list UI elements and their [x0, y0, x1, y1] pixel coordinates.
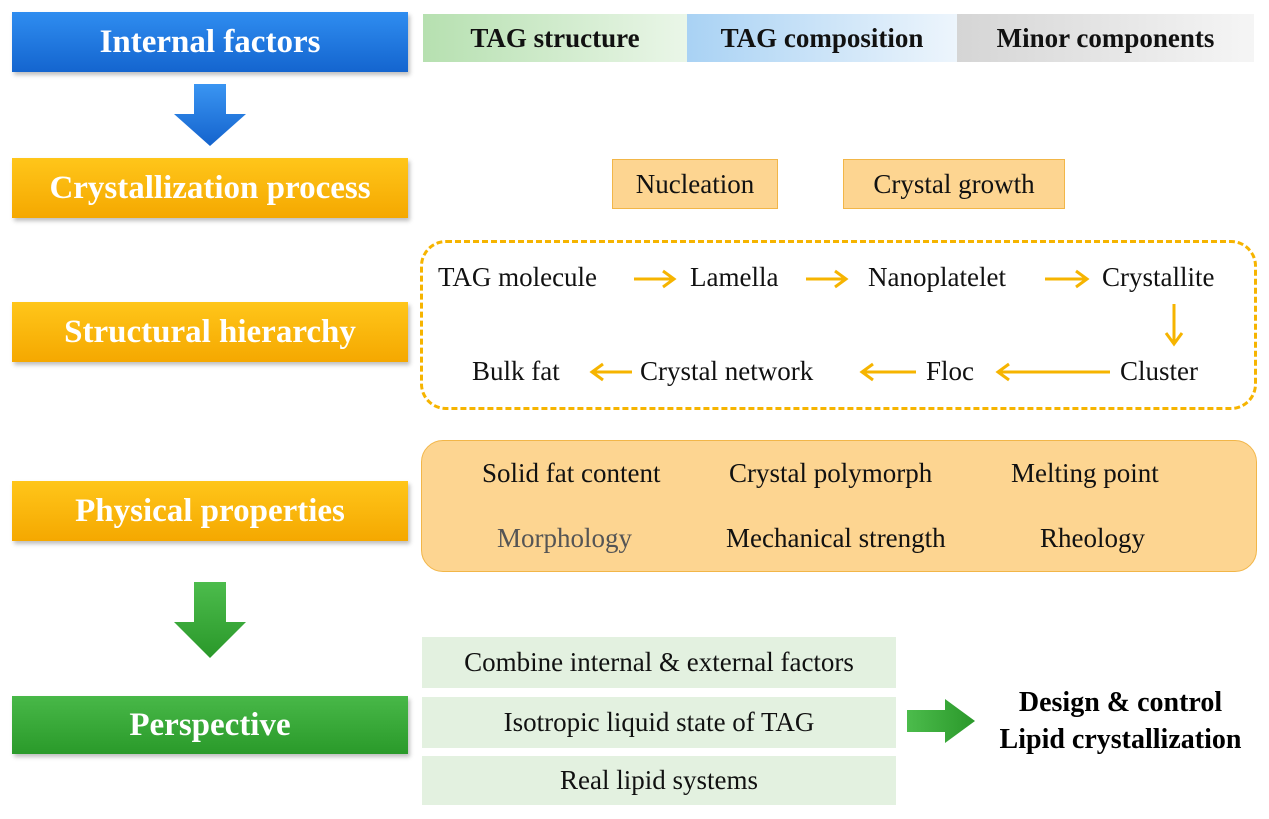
combine-factors-label: Combine internal & external factors [464, 647, 854, 677]
physical-properties-panel [421, 440, 1257, 572]
tag-structure-chip: TAG structure [423, 14, 687, 62]
melting-point-item: Melting point [1011, 458, 1159, 488]
nucleation-label: Nucleation [635, 168, 755, 199]
right-arrow-icon [634, 269, 677, 289]
physical-properties-box: Physical properties [12, 481, 408, 541]
right-arrow-icon [1045, 269, 1090, 289]
down-arrow-icon [1164, 304, 1184, 347]
internal-factors-label: Internal factors [99, 23, 321, 60]
right-arrow-icon [806, 269, 849, 289]
left-arrow-icon [589, 362, 632, 382]
tag-molecule-node: TAG molecule [438, 262, 598, 292]
crystallization-process-label: Crystallization process [49, 169, 371, 206]
isotropic-liquid-box: Isotropic liquid state of TAG [422, 697, 896, 748]
crystal-growth-box: Crystal growth [843, 159, 1065, 209]
right-arrow-green-icon [907, 699, 975, 743]
outcome-line-1: Design & control [1018, 687, 1223, 718]
crystal-growth-label: Crystal growth [873, 168, 1035, 199]
left-arrow-icon [995, 362, 1110, 382]
crystal-network-node: Crystal network [640, 356, 814, 386]
solid-fat-content-item: Solid fat content [482, 458, 661, 488]
crystal-polymorph-item: Crystal polymorph [729, 458, 933, 488]
down-arrow-blue-icon [174, 84, 246, 146]
morphology-item: Morphology [497, 523, 632, 553]
perspective-box: Perspective [12, 696, 408, 754]
internal-factors-box: Internal factors [12, 12, 408, 72]
real-lipid-systems-label: Real lipid systems [560, 765, 758, 795]
lamella-node: Lamella [690, 262, 779, 292]
cluster-node: Cluster [1120, 356, 1198, 386]
nucleation-box: Nucleation [612, 159, 778, 209]
left-arrow-icon [859, 362, 916, 382]
combine-factors-box: Combine internal & external factors [422, 637, 896, 688]
outcome-line-2: Lipid crystallization [999, 724, 1242, 755]
floc-node: Floc [926, 356, 975, 386]
isotropic-liquid-label: Isotropic liquid state of TAG [503, 707, 815, 737]
rheology-item: Rheology [1040, 523, 1145, 553]
tag-composition-chip: TAG composition [687, 14, 957, 62]
crystallite-node: Crystallite [1102, 262, 1215, 292]
structural-hierarchy-box: Structural hierarchy [12, 302, 408, 362]
outcome-text: Design & control Lipid crystallization [978, 684, 1263, 758]
crystallization-process-box: Crystallization process [12, 158, 408, 218]
real-lipid-systems-box: Real lipid systems [422, 756, 896, 805]
minor-components-chip: Minor components [957, 14, 1254, 62]
physical-properties-label: Physical properties [75, 492, 345, 529]
minor-components-label: Minor components [996, 22, 1215, 53]
hierarchy-container [420, 240, 1257, 410]
mechanical-strength-item: Mechanical strength [726, 523, 946, 553]
bulk-fat-node: Bulk fat [472, 356, 560, 386]
perspective-label: Perspective [129, 706, 291, 743]
nanoplatelet-node: Nanoplatelet [868, 262, 1006, 292]
tag-structure-label: TAG structure [470, 22, 640, 53]
structural-hierarchy-label: Structural hierarchy [64, 313, 356, 350]
tag-composition-label: TAG composition [720, 22, 924, 53]
down-arrow-green-icon [174, 582, 246, 658]
